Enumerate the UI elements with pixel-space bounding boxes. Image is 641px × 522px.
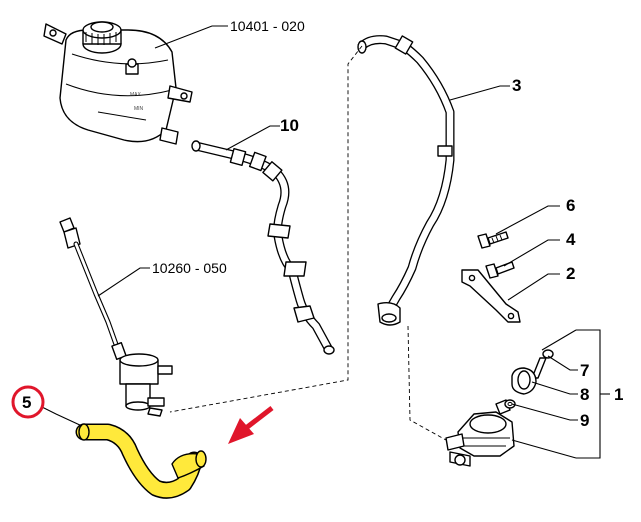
label-10: 10	[280, 116, 299, 135]
label-10260-050: 10260 - 050	[152, 260, 227, 276]
label-4: 4	[566, 230, 576, 249]
bracket-part-2	[461, 269, 521, 323]
label-9: 9	[580, 411, 589, 430]
label-10401-020: 10401 - 020	[230, 18, 305, 34]
leader-lines	[39, 25, 610, 459]
hose-part-5-highlighted	[75, 423, 207, 499]
connection-dashed-lines	[169, 45, 447, 441]
callout-labels: 10401 - 020 10 3 6 4 2 10260 - 050 7 8 9…	[152, 18, 623, 430]
highlighted-callout-5: 5	[11, 385, 45, 419]
tank-cap	[82, 21, 122, 54]
expansion-tank: MAX MIN	[43, 21, 193, 145]
hose-part-3	[357, 35, 455, 326]
label-3: 3	[512, 76, 521, 95]
label-8: 8	[580, 385, 589, 404]
label-7: 7	[580, 361, 589, 380]
label-5: 5	[22, 393, 31, 412]
bolt-part-6	[477, 231, 509, 249]
damper-part-8	[511, 367, 537, 395]
pump-part-1	[445, 399, 515, 467]
sensor-cable-assembly	[59, 217, 173, 417]
hose-part-10	[191, 140, 335, 355]
washer-part-9	[504, 399, 516, 409]
label-2: 2	[566, 264, 575, 283]
screw-part-7	[531, 349, 554, 379]
bolt-part-4	[485, 261, 515, 279]
label-6: 6	[566, 196, 575, 215]
label-1: 1	[614, 385, 623, 404]
direction-arrow	[228, 406, 274, 444]
tank-min-marking: MIN	[134, 106, 144, 112]
tank-max-marking: MAX	[130, 92, 142, 98]
